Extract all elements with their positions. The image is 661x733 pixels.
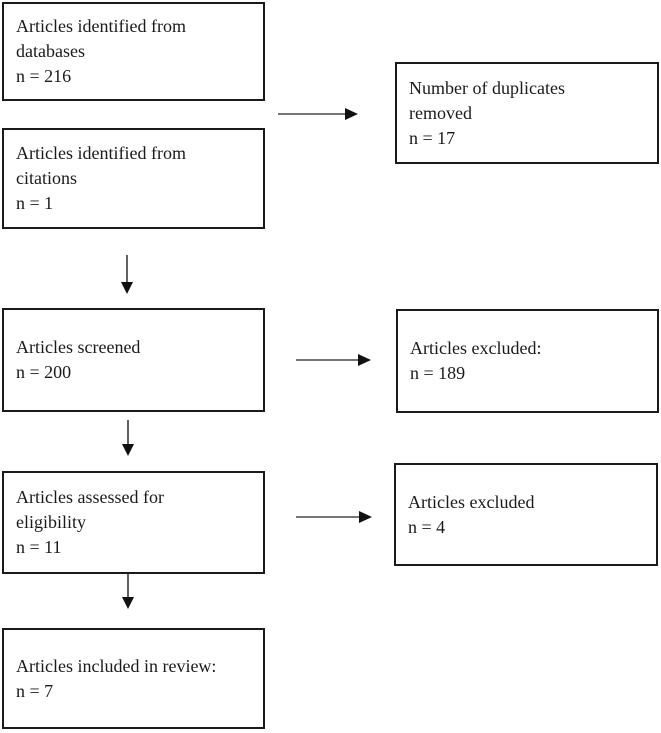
box-count-line: n = 200 bbox=[16, 362, 72, 382]
box-count-line: n = 17 bbox=[409, 127, 456, 148]
arrow-identification-to-duplicates bbox=[278, 108, 358, 120]
box-text-line: Articles identified from bbox=[16, 143, 186, 163]
box-text-line: removed bbox=[409, 102, 472, 123]
box-articles-excluded-screening: Articles excluded: n = 189 bbox=[396, 309, 659, 413]
box-duplicates-removed: Number of duplicates removed n = 17 bbox=[395, 62, 659, 164]
box-count-line: n = 7 bbox=[16, 680, 54, 701]
box-articles-identified-databases: Articles identified from databases n = 2… bbox=[2, 2, 265, 101]
box-articles-identified-citations: Articles identified from citations n = 1 bbox=[2, 128, 265, 229]
box-text-line: Articles included in review: bbox=[16, 655, 217, 676]
box-text-line: databases bbox=[16, 41, 85, 61]
arrow-identification-to-screened bbox=[121, 255, 133, 294]
box-text-line: Articles excluded bbox=[408, 491, 535, 512]
arrow-eligibility-to-excluded bbox=[296, 511, 372, 523]
box-text-line: Articles screened bbox=[16, 337, 141, 357]
box-articles-included-review: Articles included in review: n = 7 bbox=[2, 628, 265, 729]
box-articles-screened: Articles screened n = 200 bbox=[2, 308, 265, 412]
box-count-line: n = 216 bbox=[16, 66, 72, 86]
box-articles-assessed-eligibility: Articles assessed for eligibility n = 11 bbox=[2, 471, 265, 574]
box-count-line: n = 4 bbox=[408, 516, 446, 537]
box-text-line: Articles excluded: bbox=[410, 338, 542, 358]
box-text-line: citations bbox=[16, 168, 77, 188]
box-text-line: Articles identified from bbox=[16, 16, 186, 36]
box-text-line: Number of duplicates bbox=[409, 77, 565, 98]
arrow-screened-to-excluded bbox=[296, 354, 371, 366]
box-articles-excluded-eligibility: Articles excluded n = 4 bbox=[394, 463, 658, 566]
box-text-line: eligibility bbox=[16, 512, 86, 532]
arrow-eligibility-to-included bbox=[122, 574, 134, 609]
box-count-line: n = 189 bbox=[410, 363, 466, 383]
arrow-screened-to-eligibility bbox=[122, 420, 134, 456]
box-count-line: n = 11 bbox=[16, 537, 62, 557]
box-count-line: n = 1 bbox=[16, 193, 54, 213]
box-text-line: Articles assessed for bbox=[16, 487, 164, 507]
